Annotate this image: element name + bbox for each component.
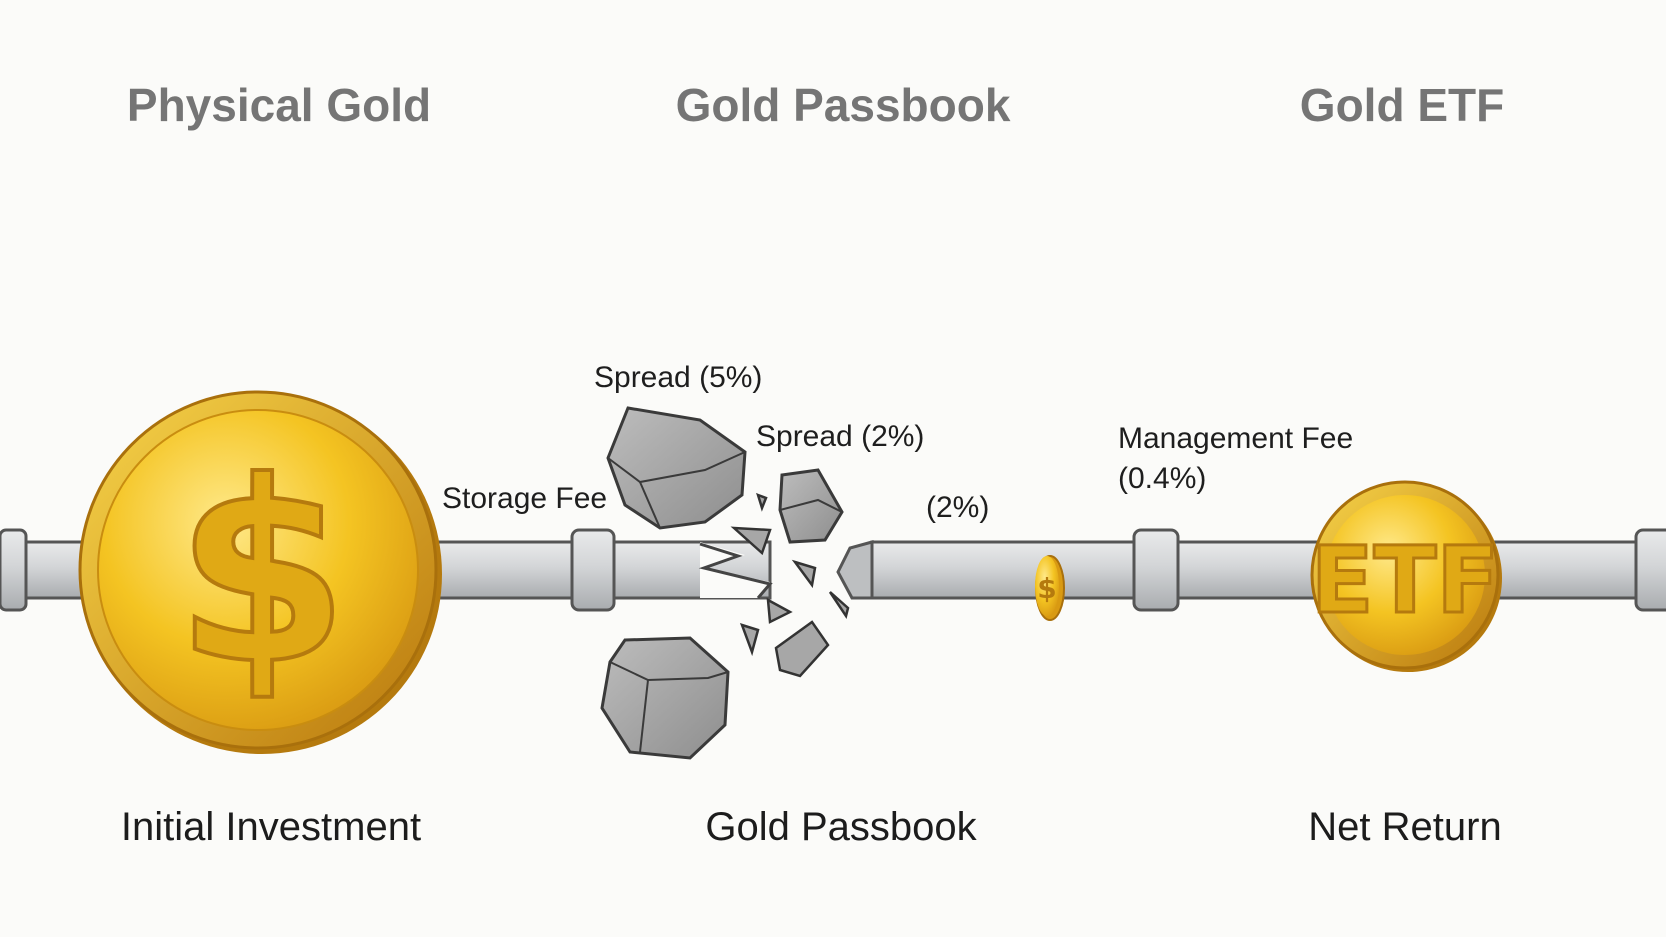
caption-net-return: Net Return <box>1308 805 1502 849</box>
rock-small <box>778 468 844 544</box>
label-storage-fee: Storage Fee <box>442 482 608 515</box>
rock-fragments <box>730 492 850 678</box>
etf-coin-icon: ETF <box>1309 480 1502 672</box>
heading-gold-etf: Gold ETF <box>1299 79 1505 131</box>
heading-gold-passbook: Gold Passbook <box>675 79 1011 131</box>
small-coin-icon: $ <box>1035 555 1065 621</box>
label-spread-2: Spread (2%) <box>756 420 925 453</box>
label-spread-5: Spread (5%) <box>594 361 763 394</box>
label-fee-2: (2%) <box>926 491 990 524</box>
pipe-storage-section <box>418 528 773 612</box>
label-management-fee-pct: (0.4%) <box>1118 462 1207 495</box>
label-management-fee: Management Fee <box>1118 422 1354 455</box>
dollar-symbol: $ <box>175 428 349 719</box>
etf-coin-text: ETF <box>1311 527 1499 634</box>
rock-bottom <box>600 636 730 760</box>
heading-physical-gold: Physical Gold <box>126 79 432 131</box>
caption-gold-passbook: Gold Passbook <box>705 805 977 849</box>
small-dollar-symbol: $ <box>1037 572 1056 605</box>
gold-coin-icon: $ <box>78 390 442 754</box>
caption-initial-investment: Initial Investment <box>120 805 422 849</box>
rock-top <box>606 406 747 530</box>
pipe-broken-end <box>836 528 1666 612</box>
